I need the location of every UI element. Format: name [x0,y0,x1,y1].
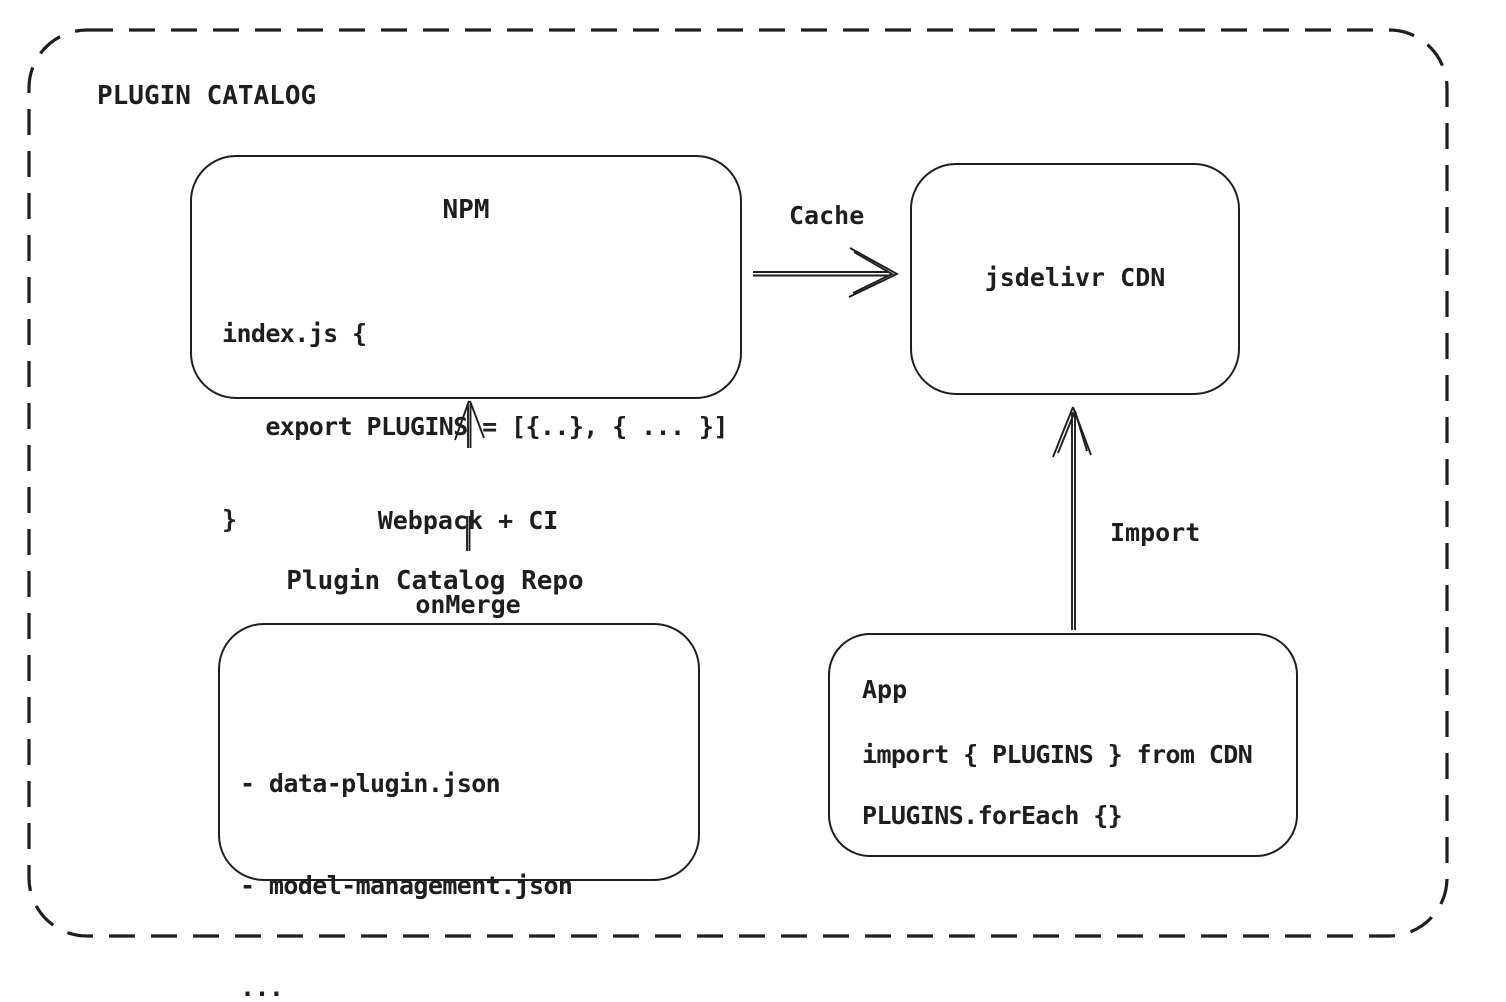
build-arrow [454,400,485,551]
plugin-catalog-frame [27,28,1449,938]
build-arrow-label-line2: onMerge [415,590,521,619]
import-arrow-label: Import [1110,518,1201,547]
cdn-box [910,163,1240,395]
build-arrow-label: Webpack + CI onMerge [318,451,618,675]
npm-code-line: index.js { [222,319,367,348]
app-box [828,633,1298,857]
repo-file-item: - data-plugin.json [240,769,501,798]
cache-arrow-label: Cache [789,201,865,230]
cache-arrow [753,247,900,298]
app-title: App [862,675,908,704]
repo-box [218,623,700,881]
npm-code-line: export PLUGINS = [{..}, { ... }] [222,412,728,441]
npm-code-line: } [222,505,237,534]
repo-file-list: - data-plugin.json - model-management.js… [240,699,573,1002]
repo-file-item: - model-management.json [240,871,573,900]
cdn-label: jsdelivr CDN [984,263,1166,292]
repo-label: Plugin Catalog Repo [286,566,584,596]
diagram-title: PLUGIN CATALOG [97,81,317,111]
app-code-line: import { PLUGINS } from CDN [862,740,1253,769]
app-code-line: PLUGINS.forEach {} [862,801,1123,830]
repo-file-item: ... [240,973,284,1002]
npm-title: NPM [442,195,490,225]
npm-code: index.js { export PLUGINS = [{..}, { ...… [222,256,728,597]
build-arrow-label-line1: Webpack + CI [377,506,559,535]
import-arrow [1052,406,1092,630]
npm-box [190,155,742,399]
